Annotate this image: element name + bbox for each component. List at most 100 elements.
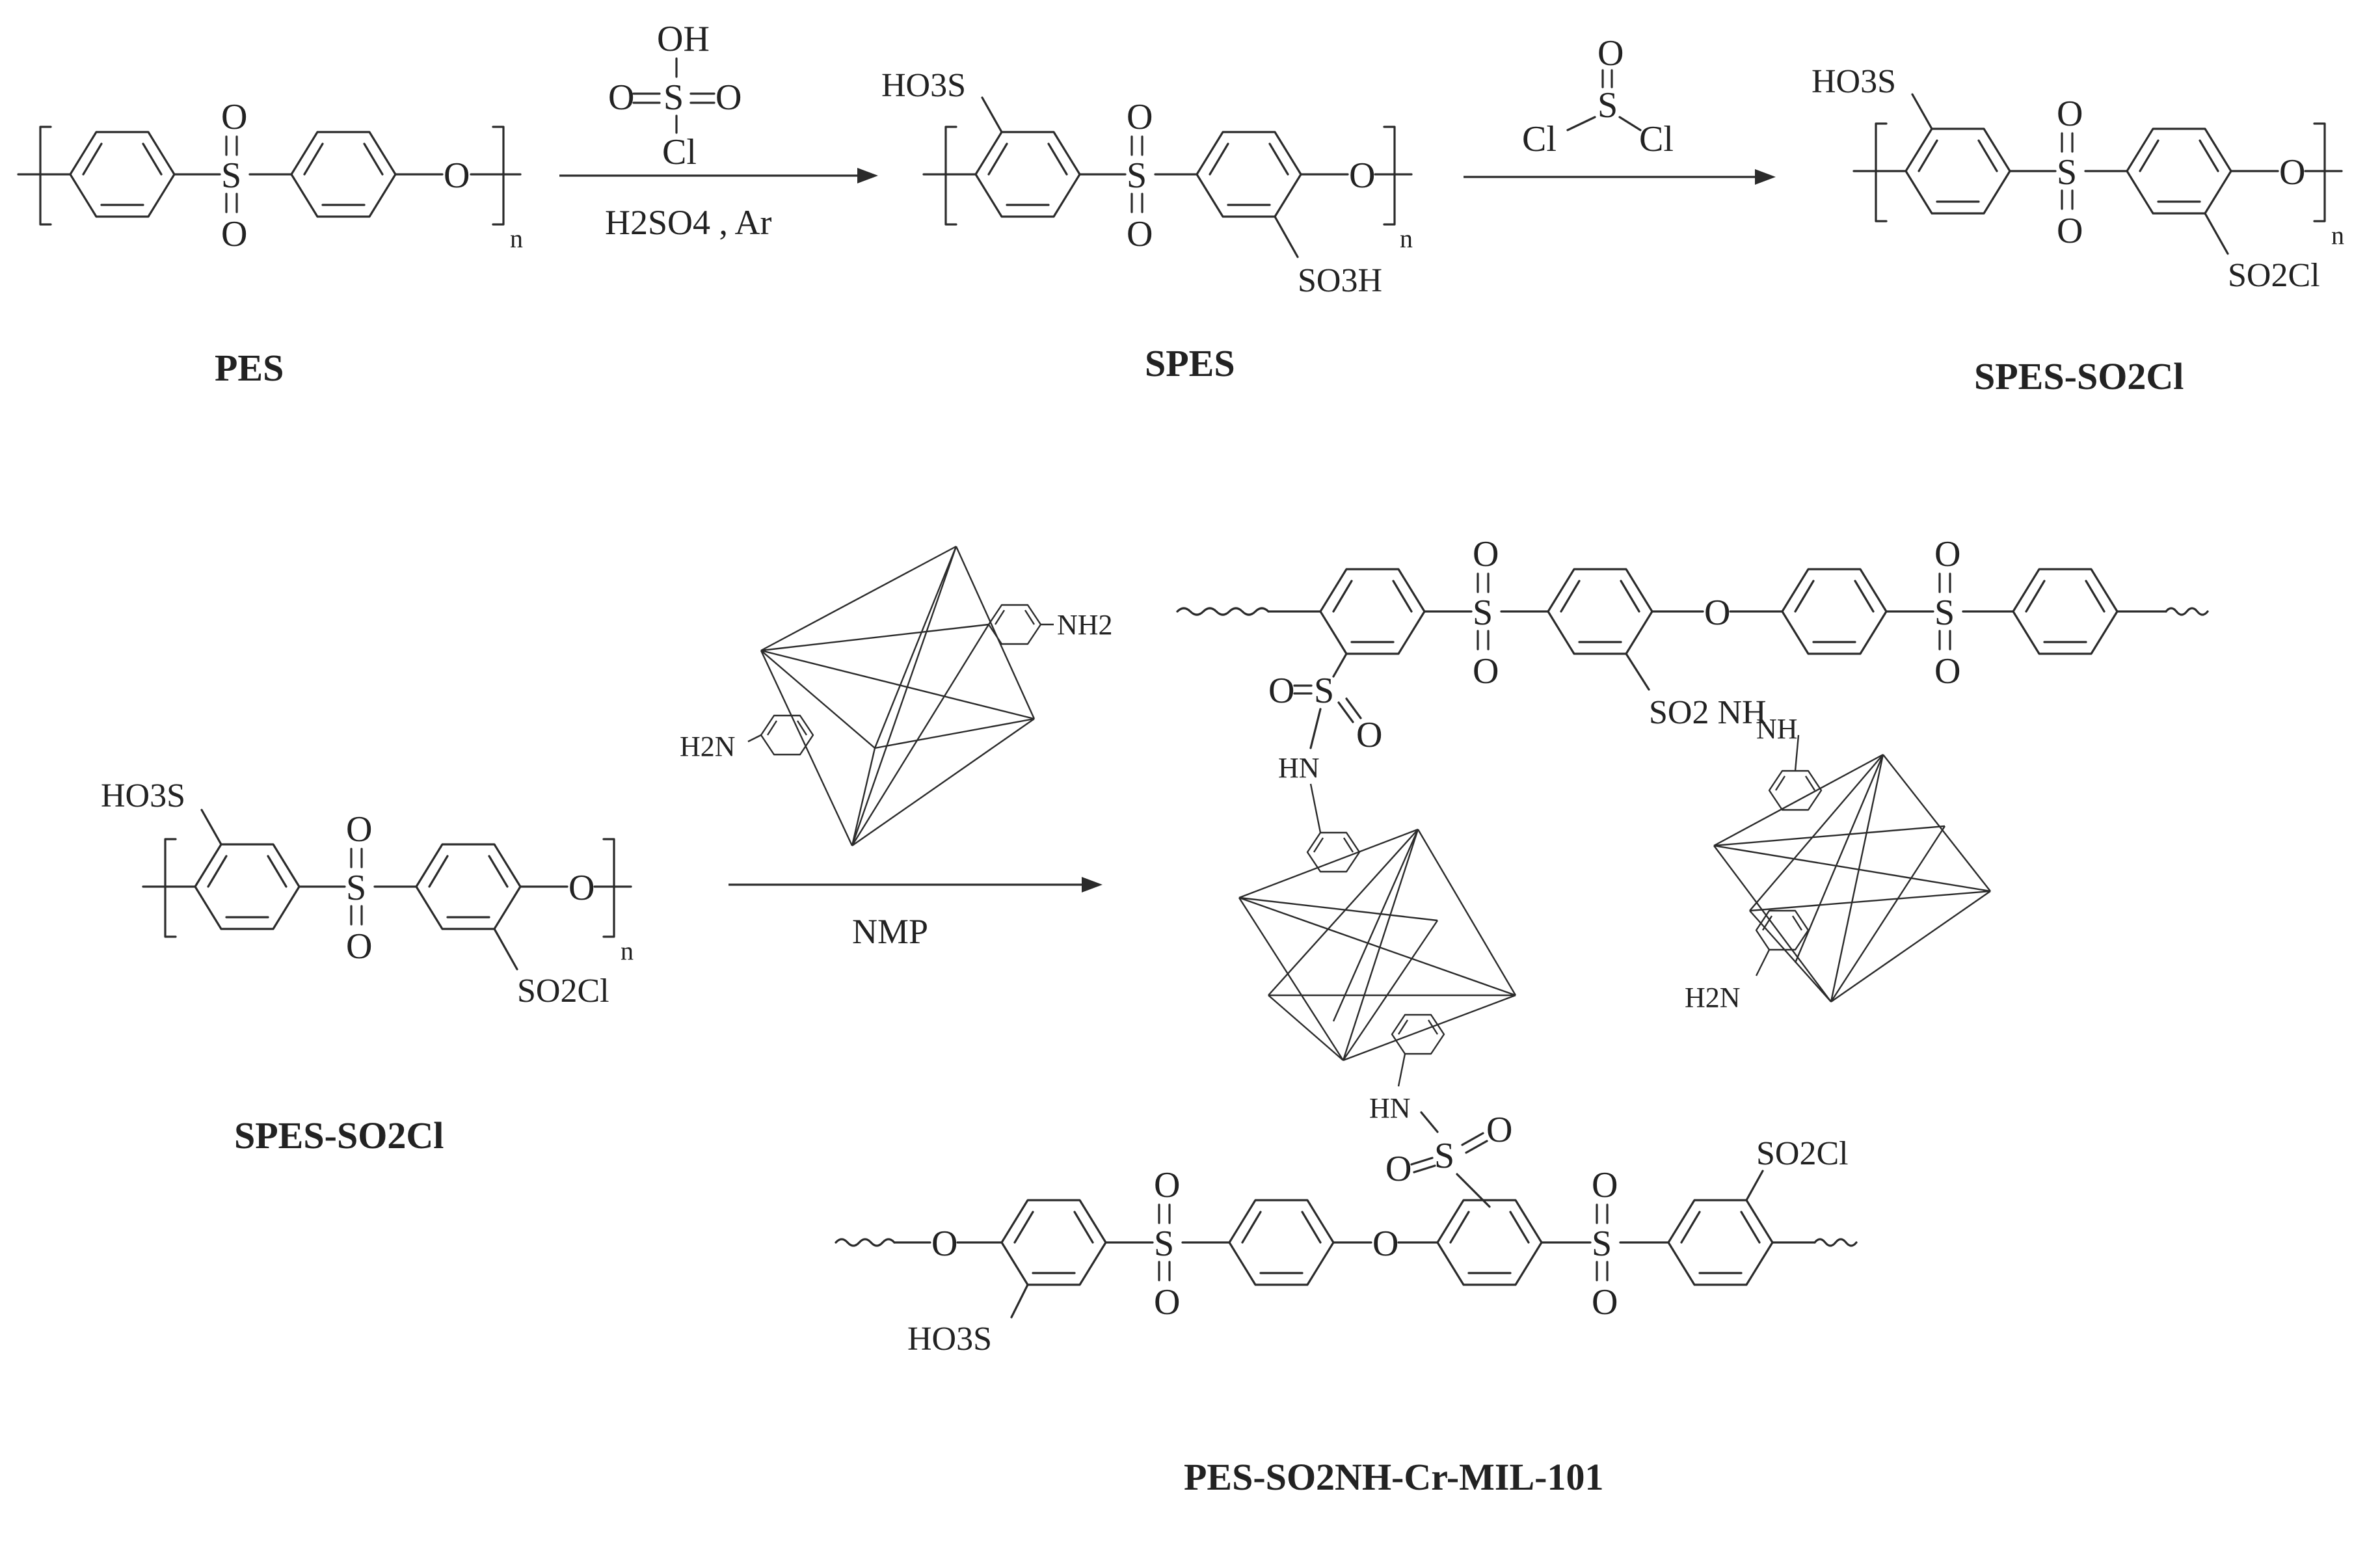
sulfur-atom: S bbox=[346, 868, 366, 908]
oxygen-atom: O bbox=[568, 868, 595, 908]
product-lower-chain: O HO3S S O O O S O O SO2Cl bbox=[835, 1135, 1858, 1358]
oxygen-atom: O bbox=[1592, 1282, 1618, 1322]
oxygen-atom: O bbox=[1385, 1149, 1411, 1189]
hn-group: HN bbox=[1369, 1092, 1411, 1124]
step3-solvent: NMP bbox=[852, 912, 928, 951]
product-upper-chain: S O O O S O O S O O HN SO2 NH bbox=[1176, 534, 2209, 784]
oxygen-atom: O bbox=[2279, 152, 2305, 193]
h2n-group: H2N bbox=[1685, 982, 1741, 1013]
oxygen-atom: O bbox=[221, 97, 247, 137]
reagent-o: O bbox=[1598, 33, 1624, 74]
oxygen-atom: O bbox=[1592, 1165, 1618, 1205]
ho3s-group: HO3S bbox=[1812, 63, 1896, 100]
oxygen-atom: O bbox=[346, 926, 372, 967]
oxygen-atom: O bbox=[1349, 155, 1375, 196]
arrow-step3 bbox=[729, 877, 1103, 892]
oxygen-atom: O bbox=[1934, 651, 1960, 691]
sulfur-atom: S bbox=[2057, 152, 2077, 193]
spes-so2cl-top-label: SPES-SO2Cl bbox=[1974, 355, 2184, 397]
oxygen-atom: O bbox=[1934, 534, 1960, 574]
aniline-ring bbox=[1391, 1013, 1445, 1055]
chlorosulfonic-acid-reagent: OH S O O Cl bbox=[608, 19, 742, 172]
reagent-oh: OH bbox=[657, 19, 710, 59]
reagent-cl: Cl bbox=[1639, 119, 1674, 159]
oxygen-atom: O bbox=[1473, 534, 1499, 574]
product-mof-center: HN S O O bbox=[1238, 783, 1517, 1208]
oxygen-atom: O bbox=[221, 214, 247, 254]
oxygen-atom: O bbox=[1704, 593, 1730, 633]
arrow-step2 bbox=[1464, 169, 1776, 185]
aniline-ring bbox=[987, 604, 1042, 645]
product-mof-right: NH H2N bbox=[1685, 713, 1991, 1013]
aniline-ring bbox=[760, 714, 814, 756]
spes-so2cl-top-structure: HO3S S O O SO2Cl O n bbox=[1812, 63, 2344, 294]
oxygen-atom: O bbox=[1268, 671, 1294, 711]
bracket-right bbox=[492, 126, 505, 226]
oxygen-atom: O bbox=[2057, 211, 2083, 251]
spes-so2cl-left-structure: HO3S S O O SO2Cl O n bbox=[101, 777, 634, 1010]
sulfur-atom: S bbox=[1154, 1224, 1174, 1264]
oxygen-atom: O bbox=[1356, 715, 1382, 755]
so2cl-group: SO2Cl bbox=[1756, 1135, 1849, 1172]
so2-nh-linker: SO2 NH bbox=[1649, 694, 1767, 731]
aniline-ring bbox=[1306, 831, 1361, 873]
sulfur-atom: S bbox=[1473, 593, 1493, 633]
reagent-s: S bbox=[663, 77, 684, 118]
spes-label: SPES bbox=[1145, 342, 1235, 384]
spes-so2cl-left-label: SPES-SO2Cl bbox=[234, 1114, 444, 1157]
reagent-cl: Cl bbox=[662, 132, 697, 172]
wavy-end bbox=[1813, 1238, 1858, 1247]
reagent-s: S bbox=[1598, 85, 1618, 126]
repeat-index: n bbox=[2331, 221, 2344, 250]
oxygen-atom: O bbox=[2057, 94, 2083, 134]
oxygen-atom: O bbox=[931, 1224, 957, 1264]
sulfur-atom: S bbox=[1127, 155, 1147, 196]
so2cl-group: SO2Cl bbox=[517, 973, 609, 1010]
oxygen-atom: O bbox=[444, 155, 470, 196]
so3h-group: SO3H bbox=[1298, 262, 1382, 299]
pes-label: PES bbox=[215, 347, 284, 389]
product-label: PES-SO2NH-Cr-MIL-101 bbox=[1184, 1456, 1603, 1498]
reagent-o: O bbox=[608, 77, 634, 118]
spes-structure: HO3S S O O SO3H O n bbox=[881, 67, 1413, 299]
wavy-end bbox=[2165, 607, 2209, 616]
oxygen-atom: O bbox=[346, 809, 372, 850]
oxygen-atom: O bbox=[1486, 1110, 1512, 1150]
oxygen-atom: O bbox=[1154, 1165, 1180, 1205]
repeat-index: n bbox=[621, 936, 634, 965]
cr-mil-101-nh2-reagent: NH2 H2N bbox=[680, 545, 1113, 846]
aniline-ring bbox=[1768, 770, 1823, 811]
sulfur-atom: S bbox=[1934, 593, 1955, 633]
aniline-ring bbox=[1755, 909, 1810, 951]
oxygen-atom: O bbox=[1154, 1282, 1180, 1322]
h2n-group: H2N bbox=[680, 731, 736, 762]
ho3s-group: HO3S bbox=[101, 777, 185, 814]
repeat-index: n bbox=[510, 224, 523, 253]
ho3s-group: HO3S bbox=[907, 1321, 992, 1358]
so2cl-group: SO2Cl bbox=[2228, 257, 2320, 294]
repeat-index: n bbox=[1400, 224, 1413, 253]
pes-structure: S O O O n bbox=[17, 97, 523, 254]
oxygen-atom: O bbox=[1127, 214, 1153, 254]
oxygen-atom: O bbox=[1127, 97, 1153, 137]
sulfur-atom: S bbox=[1592, 1224, 1612, 1264]
nh2-group: NH2 bbox=[1057, 609, 1113, 641]
nh-label: NH bbox=[1756, 713, 1798, 745]
reagent-cl: Cl bbox=[1522, 119, 1557, 159]
reagent-o: O bbox=[715, 77, 742, 118]
sulfur-atom: S bbox=[1434, 1136, 1454, 1176]
oxygen-atom: O bbox=[1473, 651, 1499, 691]
oxygen-atom: O bbox=[1372, 1224, 1398, 1264]
wavy-end bbox=[1176, 607, 1270, 616]
hn-group: HN bbox=[1278, 752, 1320, 784]
thionyl-chloride-reagent: O S Cl Cl bbox=[1522, 33, 1674, 159]
step1-conditions: H2SO4 , Ar bbox=[605, 203, 772, 242]
ho3s-group: HO3S bbox=[881, 67, 966, 104]
sulfur-atom: S bbox=[221, 155, 241, 196]
arrow-step1 bbox=[559, 168, 878, 183]
sulfur-atom: S bbox=[1314, 671, 1334, 711]
wavy-end bbox=[835, 1238, 896, 1247]
bracket-left bbox=[39, 126, 52, 226]
